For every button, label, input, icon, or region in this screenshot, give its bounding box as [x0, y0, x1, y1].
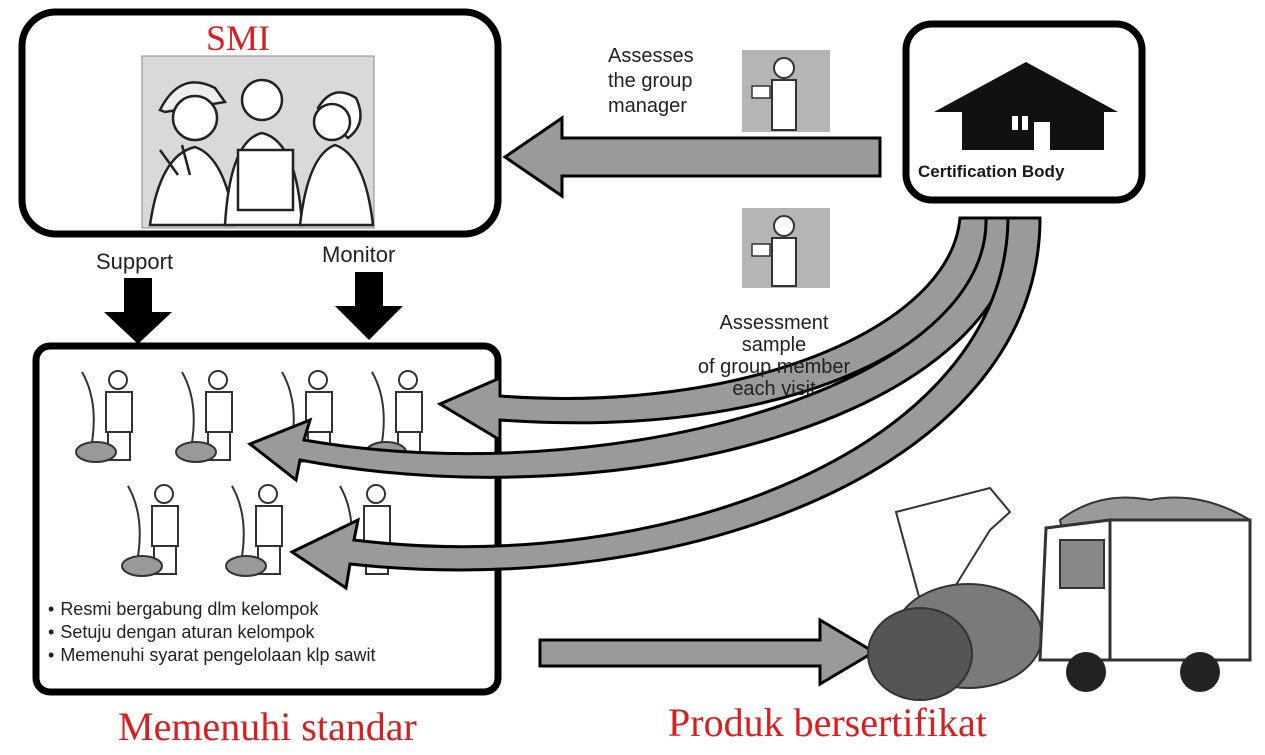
assessment-line: each visit — [732, 378, 816, 400]
rule-item: Resmi bergabung dlm kelompok — [48, 598, 376, 621]
assesses-line: Assesses — [608, 45, 694, 67]
product-arrow — [538, 617, 877, 687]
smi-people-illustration — [148, 78, 375, 227]
certification-body-box — [902, 20, 1146, 204]
assessment-arrow-2 — [247, 216, 1022, 483]
certification-body-label: Certification Body — [918, 162, 1065, 181]
assesses-line: manager — [608, 95, 687, 117]
monitor-label: Monitor — [322, 242, 396, 267]
smi-box — [18, 8, 502, 238]
palm-fruit-truck-illustration — [867, 486, 1252, 701]
assessor-figure-bottom — [742, 208, 830, 288]
farmer-figure — [121, 484, 179, 577]
support-label: Support — [96, 249, 174, 274]
assess-manager-arrow — [502, 115, 882, 199]
house-icon — [934, 62, 1118, 150]
assesses-line: the group — [608, 70, 693, 92]
assessment-line: Assessment — [719, 312, 829, 334]
smi-title: SMI — [206, 18, 271, 58]
rule-item: Setuju dengan aturan kelompok — [48, 621, 376, 644]
assessment-line: sample — [741, 334, 807, 356]
caption-meets-standard: Memenuhi standar — [118, 704, 417, 749]
assessment-sample-label: Assessment sample of group member each v… — [664, 312, 884, 400]
monitor-arrow — [335, 272, 403, 340]
group-rules-list: Resmi bergabung dlm kelompok Setuju deng… — [48, 598, 376, 667]
farmer-figure — [175, 370, 233, 463]
support-arrow — [104, 278, 172, 344]
assessment-curved-arrows — [247, 216, 1042, 591]
caption-certified-product: Produk bersertifikat — [668, 700, 987, 745]
assessor-figure-top — [742, 50, 830, 132]
assessment-line: of group member — [697, 356, 851, 378]
rule-item: Memenuhi syarat pengelolaan klp sawit — [48, 644, 375, 667]
assesses-manager-label: Assesses the group manager — [608, 44, 694, 119]
assessment-arrow-3 — [288, 216, 1042, 591]
farmer-figure — [75, 370, 133, 463]
farmer-figure — [225, 484, 283, 577]
